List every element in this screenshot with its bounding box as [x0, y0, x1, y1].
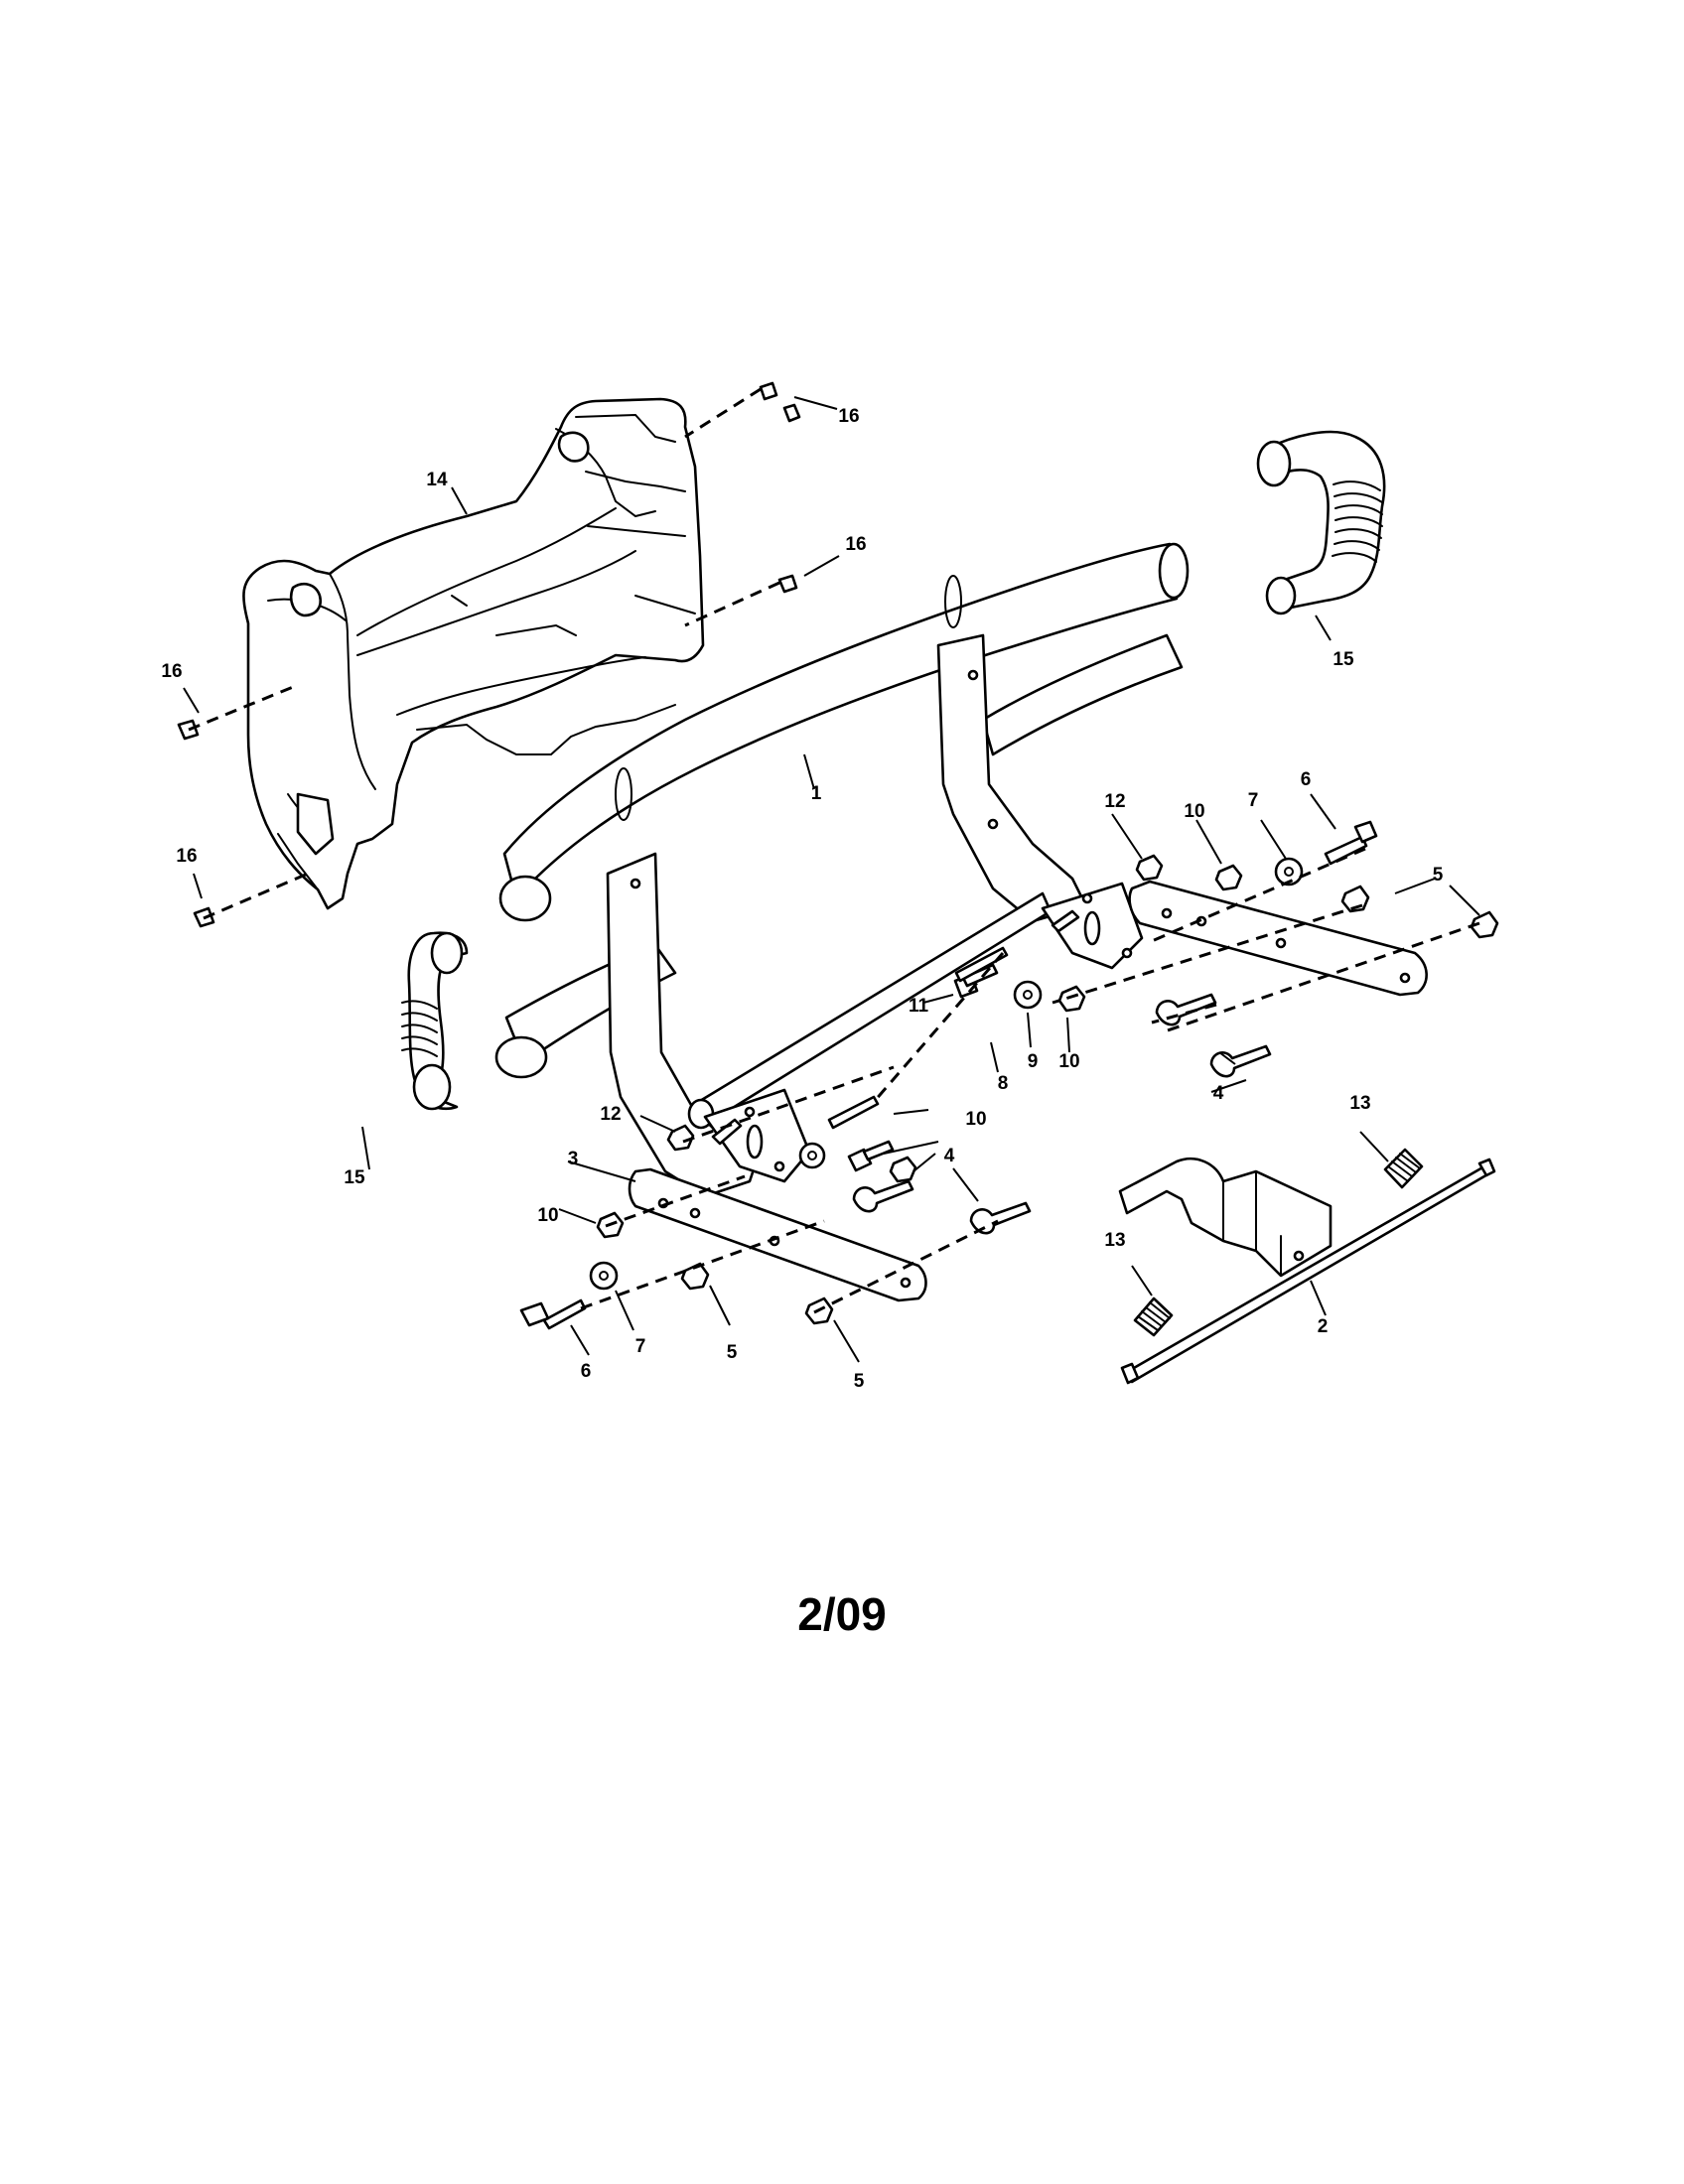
callout-13a: 13	[1349, 1093, 1370, 1114]
adjustment-bar-right	[1128, 880, 1428, 997]
callout-15a: 15	[1333, 649, 1354, 670]
callout-10b: 10	[1058, 1051, 1079, 1072]
callout-6a: 6	[1301, 769, 1312, 790]
hose-part-15-right	[1256, 430, 1386, 615]
callout-10c: 10	[965, 1109, 986, 1130]
callout-labels: 1 2 3 4 4 5 5 5 6 6 7 7 8 9 10 10 10 10 …	[161, 406, 1443, 1392]
rod-bracket-part-2	[1118, 1157, 1496, 1385]
hose-part-15-left	[401, 931, 469, 1111]
callout-4a: 4	[944, 1146, 955, 1166]
callout-9: 9	[1028, 1051, 1039, 1072]
callout-16a: 16	[838, 406, 859, 427]
callout-15b: 15	[344, 1167, 365, 1188]
callout-10a: 10	[1184, 801, 1204, 822]
callout-6b: 6	[581, 1361, 592, 1382]
handle-frame-part-1	[494, 542, 1190, 1198]
callout-16b: 16	[845, 534, 866, 555]
callout-12b: 12	[600, 1104, 621, 1125]
callout-10d: 10	[537, 1205, 558, 1226]
callout-12a: 12	[1104, 791, 1125, 812]
callout-7b: 7	[635, 1336, 646, 1357]
assembly-lines	[188, 387, 1480, 1314]
hardware-fasteners	[177, 381, 1499, 1330]
callout-8: 8	[998, 1073, 1009, 1094]
callout-2: 2	[1318, 1316, 1329, 1337]
callout-5c: 5	[854, 1371, 865, 1392]
spring-part-13-upper	[1383, 1148, 1424, 1189]
callout-11: 11	[909, 996, 929, 1017]
callout-14: 14	[426, 470, 448, 490]
callout-16c: 16	[161, 661, 182, 682]
callout-1: 1	[811, 783, 822, 804]
callout-16d: 16	[176, 846, 197, 867]
revision-date: 2/09	[797, 1588, 887, 1640]
callout-7a: 7	[1248, 790, 1259, 811]
spring-part-13-lower	[1133, 1297, 1174, 1337]
callout-3: 3	[568, 1149, 579, 1169]
callout-5a: 5	[1433, 865, 1444, 886]
callout-4b: 4	[1213, 1083, 1224, 1104]
callout-13b: 13	[1104, 1230, 1125, 1251]
handle-panel-part-14	[242, 397, 705, 910]
adjustment-bar-part-3-left	[628, 1167, 927, 1302]
leader-lines	[183, 396, 1480, 1363]
callout-5b: 5	[727, 1342, 738, 1363]
